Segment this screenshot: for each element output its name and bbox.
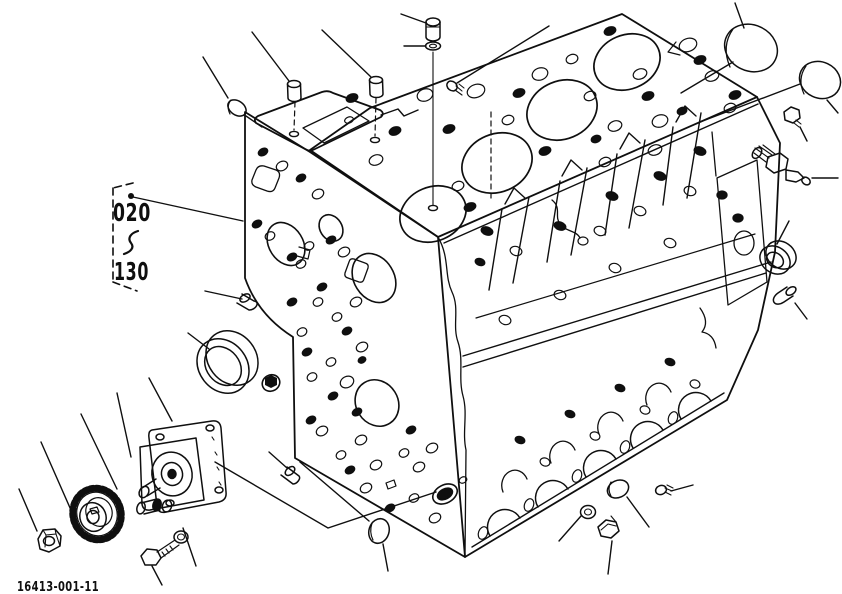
- figure-code: 16413-001-11: [17, 580, 99, 594]
- plug-bolt-bottom-right: [597, 515, 620, 539]
- dome-cap-bottom-right: [606, 479, 630, 499]
- top-plug: [425, 17, 441, 42]
- dowel-pin-right: [772, 285, 797, 305]
- reference-bracket: [112, 182, 140, 292]
- expansion-cap-large-1: [723, 23, 779, 73]
- front-face-openings: [251, 165, 459, 505]
- ring-bushing-right: [759, 240, 797, 275]
- right-end-cover: [699, 131, 768, 349]
- tilde-squiggle: [122, 229, 140, 256]
- pump-bolt-washer: [173, 530, 189, 544]
- small-screw-bottom-right: [654, 484, 674, 496]
- leader-dot: [128, 193, 134, 199]
- pump-drive-gear: [69, 484, 125, 544]
- gear-nut: [37, 528, 62, 553]
- deck-holes: [344, 26, 742, 212]
- oil-pressure-sensor: [751, 144, 811, 186]
- bearing-sleeve-left: [196, 330, 259, 394]
- dowel-pin-2: [368, 75, 384, 99]
- deck-screw: [446, 80, 465, 96]
- loose-parts: [37, 17, 842, 566]
- small-bolt-right: [783, 106, 802, 128]
- engine-block: [244, 13, 781, 558]
- right-face-holes: [474, 146, 707, 467]
- face-hex-plug: [261, 373, 281, 393]
- oval-cap-bottom-center: [367, 517, 391, 545]
- crankcase-ribs: [488, 105, 702, 291]
- front-face-holes: [251, 147, 468, 524]
- block-front-face: [244, 111, 467, 558]
- expansion-cap-large-2: [798, 60, 842, 100]
- top-plug-washer: [424, 41, 442, 51]
- washer-bottom-right: [579, 504, 597, 520]
- dowel-pin-lower: [280, 465, 301, 485]
- pump-mount-opening: [431, 483, 459, 505]
- ref-range-end: 130: [114, 257, 149, 286]
- oil-pump: [136, 420, 227, 515]
- dome-cap-top-left: [227, 99, 247, 117]
- pump-bolt: [140, 539, 180, 566]
- cylinder-bores: [399, 32, 661, 244]
- block-right-face: [443, 96, 781, 558]
- dowel-pin-1: [286, 79, 302, 103]
- dowel-pin-left: [236, 293, 258, 311]
- ref-range-start: 020: [113, 198, 151, 227]
